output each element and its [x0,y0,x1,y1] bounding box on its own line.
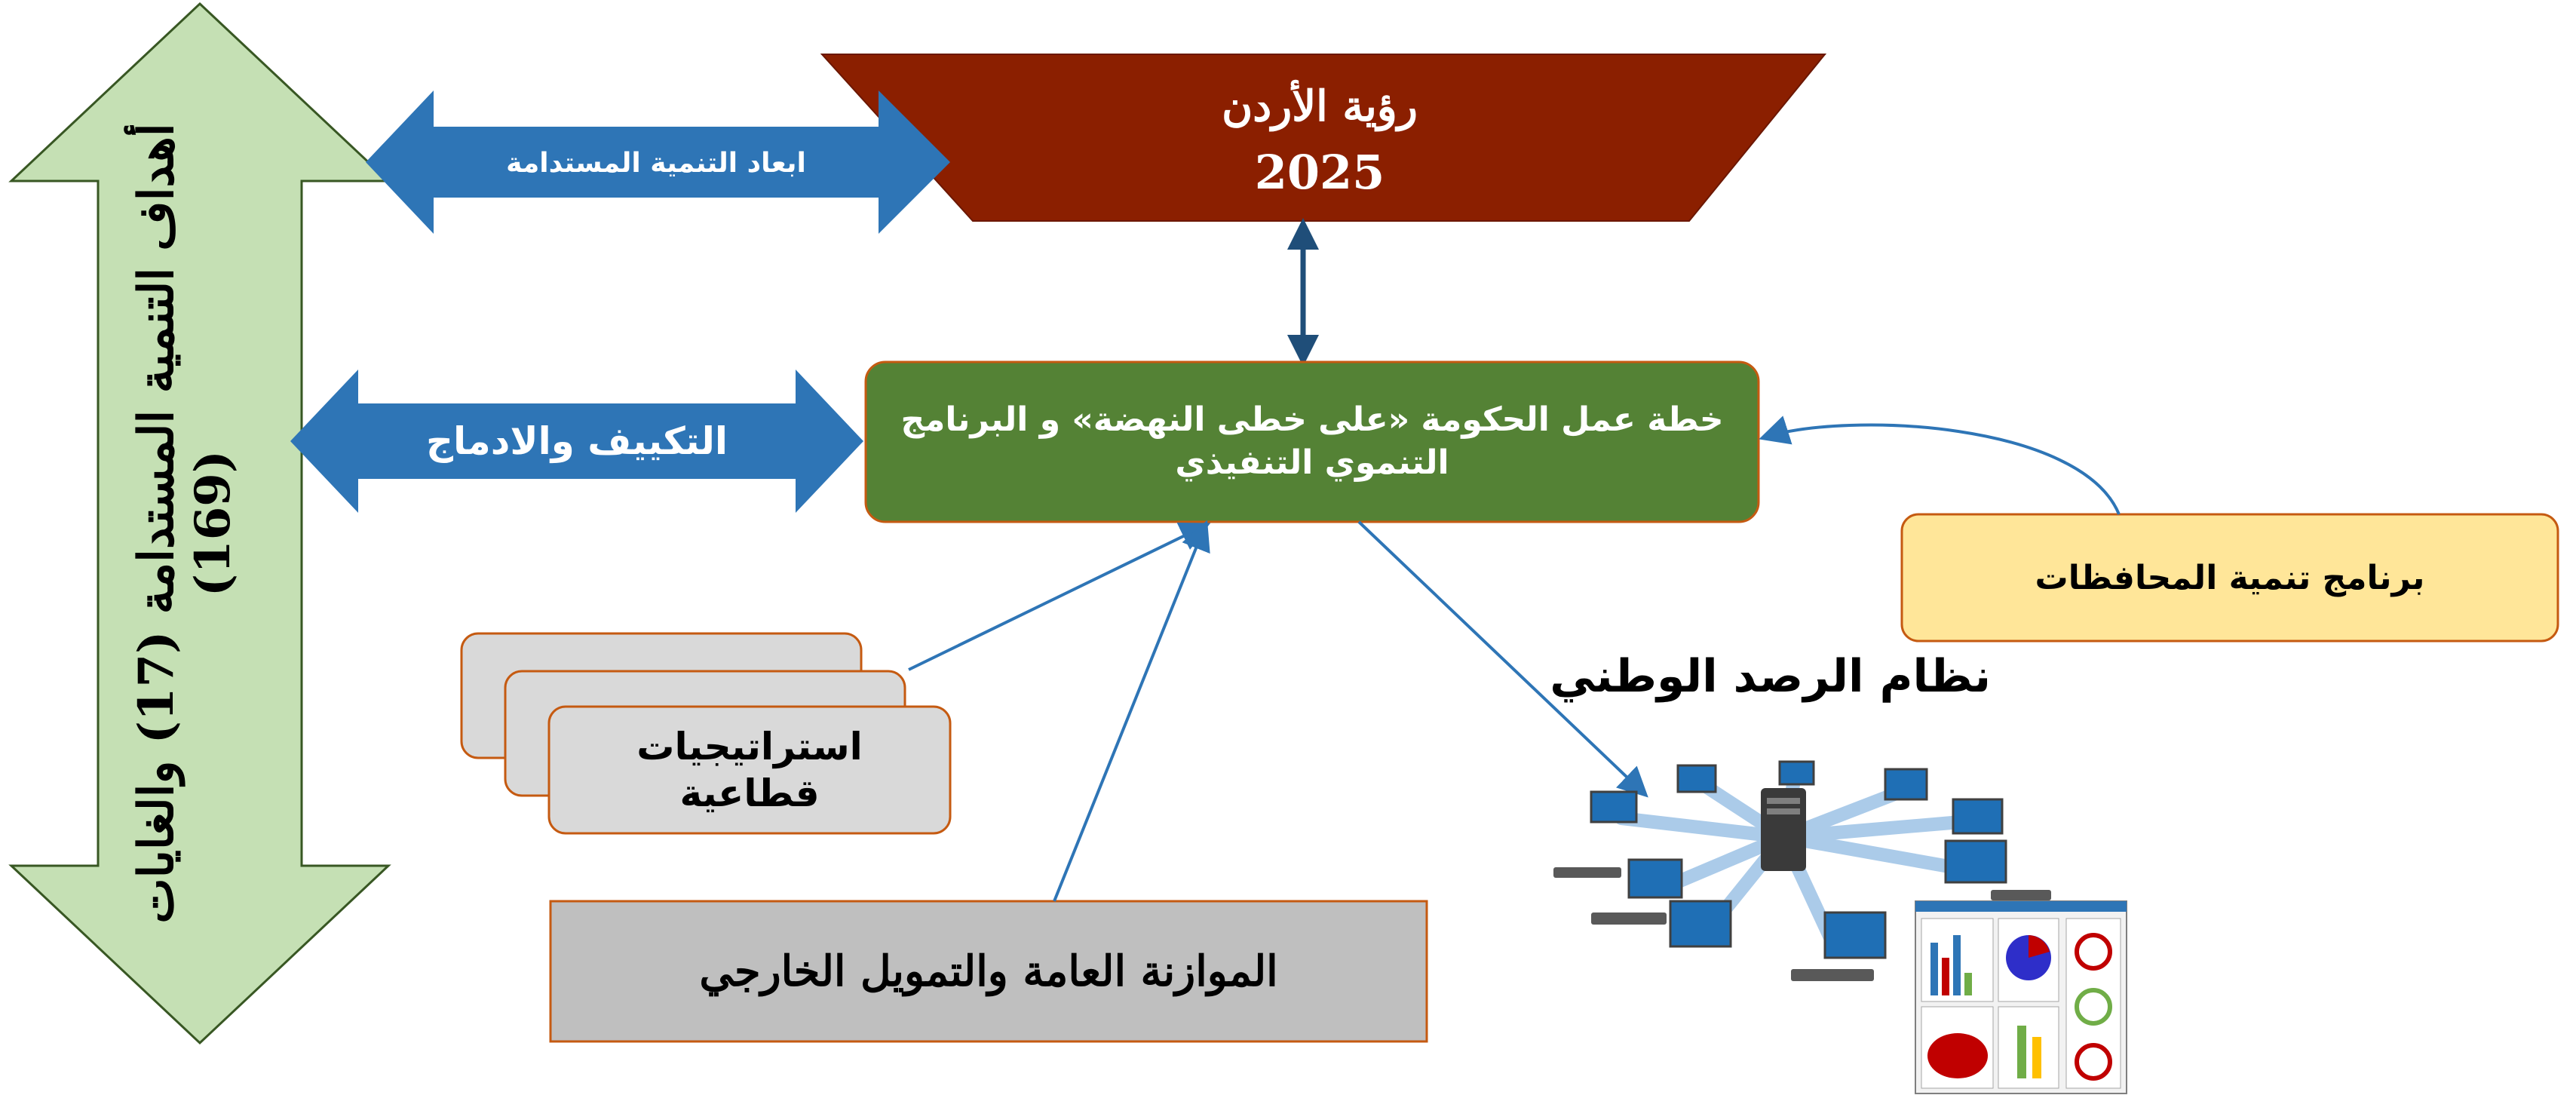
computer-monitor-icons [1590,760,2007,959]
gov-plan-line2: التنموي التنفيذي [1175,443,1449,482]
budget-connector [1053,520,1210,902]
monitoring-connector [1357,520,1648,798]
dimensions-double-arrow [366,90,950,234]
adaptation-label: التكييف والادماج [425,419,728,463]
governorates-label: برنامج تنمية المحافظات [2035,558,2425,597]
keyboard-icons [1553,867,2051,981]
budget-box [549,900,1428,1043]
goals-label-line1: أهداف التنمية المستدامة (17) والغايات [128,123,185,924]
strategies-line1: استراتيجيات [636,724,863,768]
dashboard-illustration [1915,900,2127,1094]
vision-year: 2025 [1254,145,1385,200]
gov-plan-text: خطة عمل الحكومة «على خطى النهضة» و البرن… [875,370,1750,513]
strategies-card-front [547,705,952,835]
strategies-connector [908,522,1211,671]
goals-double-arrow [8,2,391,1045]
governorates-box [1900,513,2559,643]
gov-plan-line1: خطة عمل الحكومة «على خطى النهضة» و البرن… [900,400,1724,439]
strategies-text: استراتيجيات قطاعية [549,707,950,833]
governorates-connector [1759,416,2121,515]
strategies-line2: قطاعية [679,771,820,815]
goals-label-group: أهداف التنمية المستدامة (17) والغايات (1… [87,123,283,924]
gov-plan-box [864,360,1760,523]
vision-title: رؤية الأردن [1222,81,1418,131]
dimensions-label: ابعاد التنمية المستدامة [506,148,806,179]
goals-label-line2: (169) [185,449,241,597]
budget-label: الموازنة العامة والتمويل الخارجي [699,946,1278,996]
monitoring-label: نظام الرصد الوطني [1550,650,1991,703]
adaptation-double-arrow [290,370,863,513]
network-illustration [1553,760,2051,981]
